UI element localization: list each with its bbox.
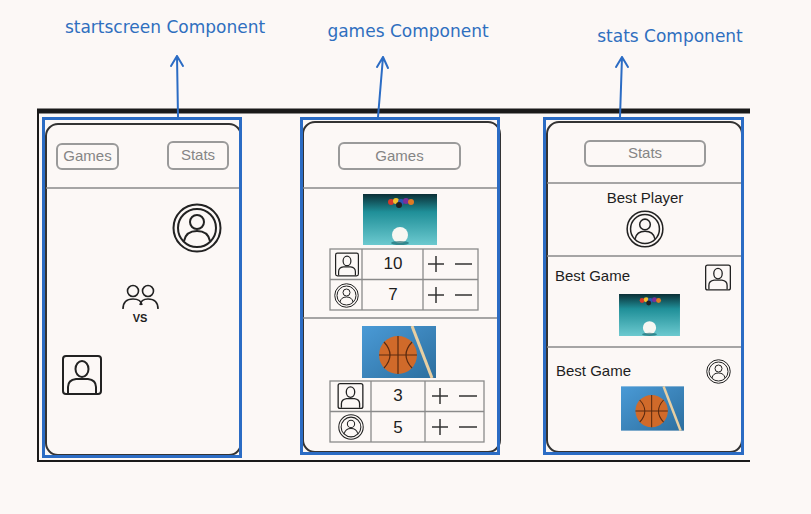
nav-button: Games	[56, 143, 119, 170]
component-label: stats Component	[597, 26, 743, 46]
stat-heading: Best Game	[555, 267, 630, 284]
score-table	[330, 279, 478, 280]
frame-lines	[37, 110, 750, 462]
avatar-icon	[707, 360, 731, 384]
score-value: 7	[388, 285, 397, 305]
plus-minus-symbols	[428, 256, 477, 435]
callout-arrows	[377, 57, 388, 117]
avatar-icon	[338, 384, 363, 409]
frame-lines	[37, 110, 39, 462]
phone-stats	[547, 182, 742, 184]
score-table	[330, 381, 484, 442]
phone-games	[303, 122, 500, 452]
callout-arrows	[171, 56, 628, 117]
component-label: startscreen Component	[65, 17, 265, 37]
phone-stats	[547, 255, 742, 257]
basketball-image	[362, 326, 436, 378]
phone-startscreen	[46, 124, 241, 455]
plus-minus-symbols	[432, 388, 477, 404]
phone-games	[303, 187, 500, 189]
score-table	[330, 249, 478, 310]
avatar-icon	[63, 356, 101, 394]
score-table	[330, 411, 484, 412]
component-label: games Component	[327, 21, 488, 41]
avatar-icon	[174, 205, 221, 252]
phone-stats	[547, 122, 742, 452]
callout-arrows	[171, 56, 183, 117]
phone-stats	[547, 122, 742, 452]
button-label: Games	[375, 148, 423, 165]
score-value: 10	[384, 254, 403, 274]
versus-icon	[123, 299, 142, 309]
score-table	[330, 249, 484, 442]
score-table	[424, 381, 425, 442]
versus-icon	[123, 286, 158, 310]
score-value: 3	[393, 386, 402, 406]
plus-minus-symbols	[428, 287, 472, 303]
component-frame: stats ComponentStats	[543, 117, 744, 455]
versus-icon	[143, 286, 154, 297]
score-table	[361, 249, 362, 310]
stat-heading: Best Game	[556, 362, 631, 379]
phone-startscreen	[46, 187, 241, 189]
pool-image	[363, 194, 437, 245]
score-value: 5	[393, 418, 402, 438]
button-label: Games	[63, 148, 111, 165]
avatar-icon	[335, 284, 359, 308]
button-label: Stats	[628, 145, 662, 162]
plus-minus-symbols	[432, 419, 477, 435]
frame-lines	[37, 109, 750, 114]
frame-lines	[37, 460, 750, 462]
versus-icon	[140, 299, 158, 309]
avatar-icon	[706, 265, 731, 290]
versus-text: VS	[133, 312, 148, 325]
callout-arrows	[616, 57, 628, 117]
pool-image	[619, 294, 680, 336]
avatar-icon	[336, 253, 359, 276]
phone-games	[303, 317, 500, 319]
avatar-icon	[627, 211, 663, 247]
nav-button: Games	[338, 142, 461, 170]
phone-games	[303, 122, 500, 452]
score-table	[370, 381, 371, 442]
avatar-icon	[339, 415, 363, 439]
basketball-image	[621, 386, 684, 430]
nav-button: Stats	[167, 141, 229, 170]
button-label: Stats	[181, 147, 215, 164]
plus-minus-symbols	[428, 256, 472, 272]
nav-button: Stats	[584, 140, 706, 167]
stat-heading: Best Player	[607, 189, 684, 206]
phone-stats	[547, 346, 742, 348]
versus-icon	[128, 286, 139, 297]
component-frame: startscreen ComponentGamesStats	[42, 117, 242, 458]
score-table	[422, 249, 423, 310]
phone-startscreen	[46, 124, 241, 455]
